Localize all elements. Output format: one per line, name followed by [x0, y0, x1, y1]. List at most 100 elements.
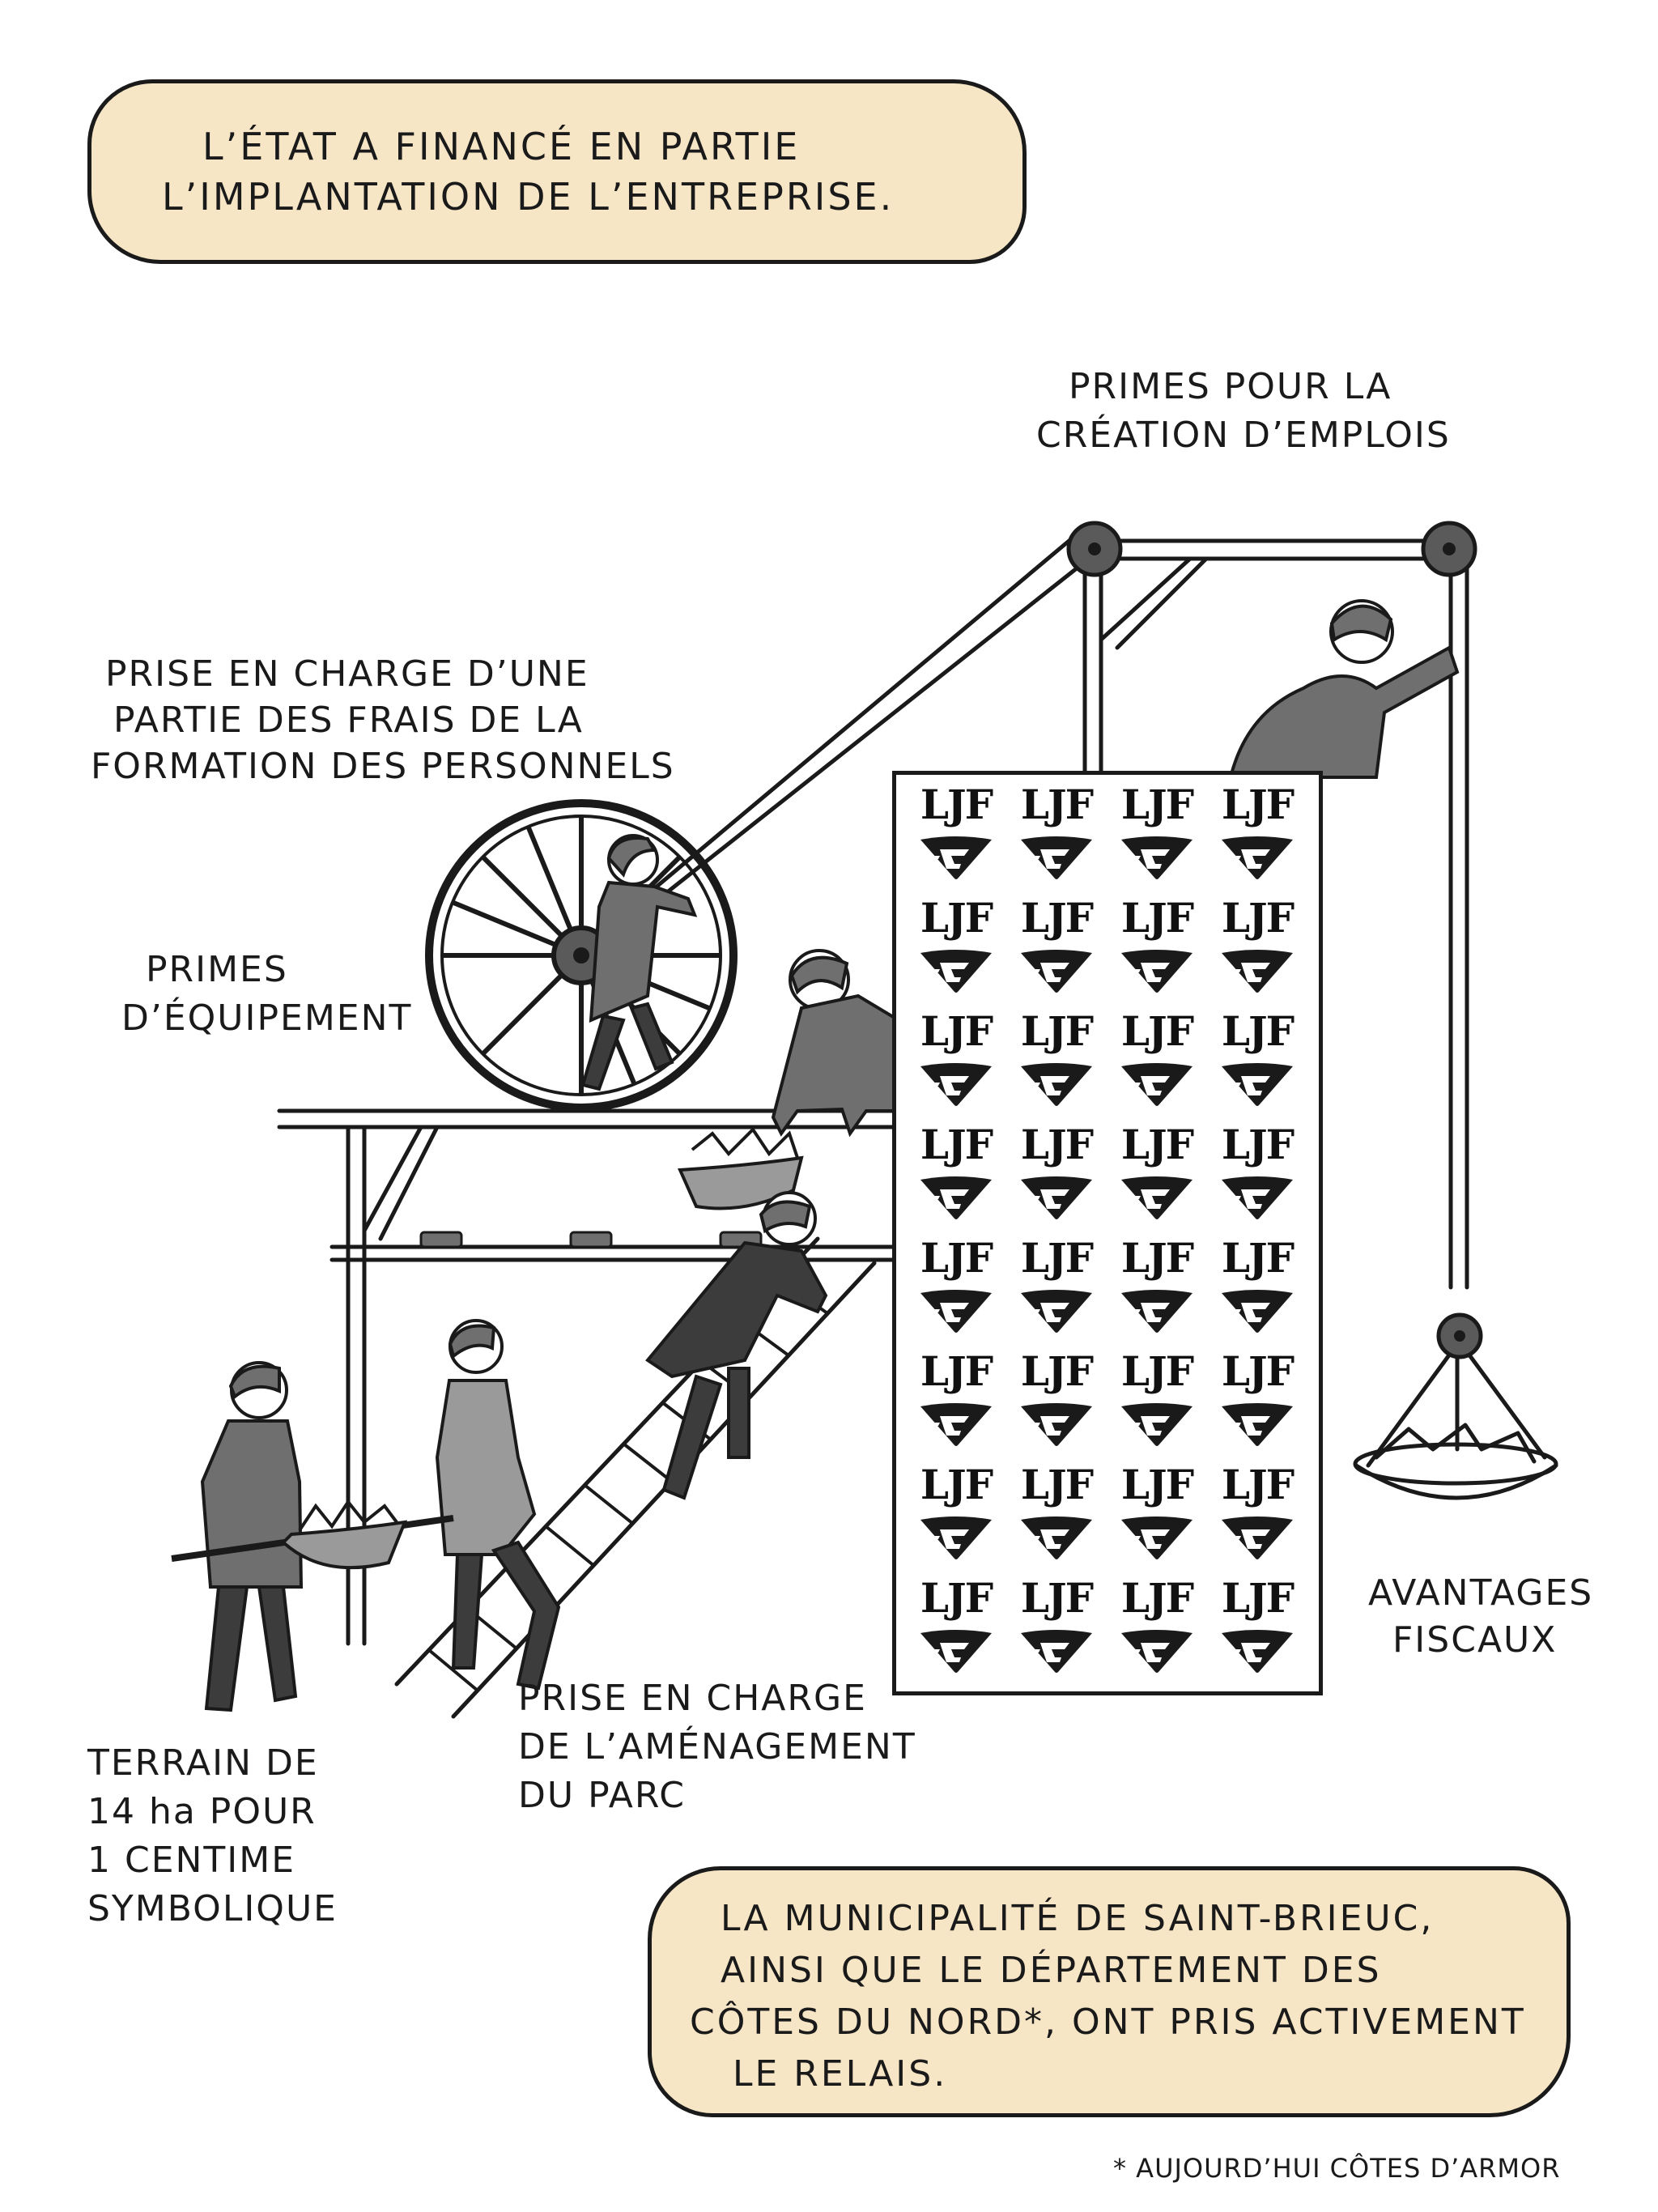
poster-word: LJF	[1020, 1121, 1094, 1168]
bottom-caption-line-4: LE RELAIS.	[733, 2053, 948, 2095]
scaffold-brace-2	[378, 1125, 440, 1241]
frame-brace-2	[1115, 556, 1209, 650]
poster-word: LJF	[1120, 1007, 1194, 1055]
poster-word: LJF	[920, 1574, 993, 1622]
worker-with-barrow	[171, 1361, 454, 1712]
ljf-diamond-logo-icon	[1021, 836, 1092, 879]
poster-word: LJF	[1221, 1121, 1295, 1168]
label-primes-equipement-line-2: D’ÉQUIPEMENT	[121, 998, 413, 1039]
basket-rope-left	[1366, 1342, 1460, 1468]
label-formation-line-3: FORMATION DES PERSONNELS	[91, 746, 675, 787]
ljf-diamond-logo-icon	[1222, 1403, 1293, 1446]
poster-cell: LJF	[1006, 1348, 1107, 1461]
ljf-diamond-logo-icon	[1121, 1290, 1192, 1333]
poster-word: LJF	[1221, 1007, 1295, 1055]
poster-cell: LJF	[1006, 1121, 1107, 1235]
top-caption-line-2: L’IMPLANTATION DE L’ENTREPRISE.	[162, 175, 895, 219]
ljf-diamond-logo-icon	[1121, 836, 1192, 879]
bottom-caption-line-1: LA MUNICIPALITÉ DE SAINT-BRIEUC,	[721, 1898, 1435, 1939]
ljf-diamond-logo-icon	[1021, 1403, 1092, 1446]
poster-word: LJF	[1020, 894, 1094, 942]
top-caption-line-1: L’ÉTAT A FINANCÉ EN PARTIE	[202, 125, 801, 168]
poster-word: LJF	[920, 781, 993, 828]
poster-word: LJF	[1221, 894, 1295, 942]
poster-word: LJF	[1020, 1234, 1094, 1282]
poster-word: LJF	[1020, 781, 1094, 828]
ljf-diamond-logo-icon	[920, 950, 992, 993]
poster-word: LJF	[1221, 1234, 1295, 1282]
ljf-diamond-logo-icon	[1021, 1630, 1092, 1673]
poster-word: LJF	[1120, 1347, 1194, 1395]
label-amenagement-line-3: DU PARC	[518, 1775, 686, 1816]
basket-bills	[1374, 1423, 1537, 1464]
top-caption-bubble	[87, 79, 1027, 264]
poster-cell: LJF	[906, 1348, 1006, 1461]
label-terrain-line-3: 1 CENTIME	[87, 1840, 296, 1881]
ljf-diamond-logo-icon	[1222, 1063, 1293, 1106]
poster-cell: LJF	[1107, 1461, 1207, 1575]
poster-cell: LJF	[1006, 781, 1107, 895]
worker-in-wheel	[580, 834, 698, 1091]
ljf-diamond-logo-icon	[1222, 1516, 1293, 1559]
ljf-diamond-logo-icon	[1121, 950, 1192, 993]
label-primes-equipement-line-1: PRIMES	[146, 949, 288, 990]
poster-word: LJF	[1221, 1574, 1295, 1622]
ljf-diamond-logo-icon	[1222, 1176, 1293, 1219]
worker-pulling-rope	[1228, 599, 1460, 779]
ljf-diamond-logo-icon	[920, 836, 992, 879]
poster-cell: LJF	[1006, 1461, 1107, 1575]
label-formation-line-1: PRISE EN CHARGE D’UNE	[105, 653, 589, 695]
ljf-diamond-logo-icon	[1222, 950, 1293, 993]
poster-cell: LJF	[1207, 1348, 1307, 1461]
ljf-diamond-logo-icon	[920, 1176, 992, 1219]
poster-word: LJF	[1120, 1574, 1194, 1622]
poster-word: LJF	[1221, 1461, 1295, 1508]
poster-cell: LJF	[1207, 1235, 1307, 1348]
poster-cell: LJF	[906, 1008, 1006, 1121]
poster-word: LJF	[920, 894, 993, 942]
poster-cell: LJF	[1207, 1461, 1307, 1575]
ljf-diamond-logo-icon	[1121, 1063, 1192, 1106]
poster-cell: LJF	[906, 1121, 1006, 1235]
ljf-diamond-logo-icon	[1121, 1516, 1192, 1559]
poster-word: LJF	[1120, 894, 1194, 942]
bottom-caption-line-3: CÔTES DU NORD*, ONT PRIS ACTIVEMENT	[690, 2001, 1526, 2043]
poster-cell: LJF	[906, 1235, 1006, 1348]
poster-word: LJF	[920, 1121, 993, 1168]
poster-cell: LJF	[906, 781, 1006, 895]
poster-word: LJF	[1020, 1007, 1094, 1055]
poster-cell: LJF	[1107, 895, 1207, 1008]
poster-cell: LJF	[1207, 895, 1307, 1008]
ljf-diamond-logo-icon	[920, 1403, 992, 1446]
poster-word: LJF	[920, 1234, 993, 1282]
ljf-diamond-logo-icon	[1021, 950, 1092, 993]
ljf-diamond-logo-icon	[920, 1516, 992, 1559]
poster-word: LJF	[1020, 1461, 1094, 1508]
ljf-diamond-logo-icon	[920, 1290, 992, 1333]
poster-cell: LJF	[1107, 781, 1207, 895]
ljf-diamond-logo-icon	[1222, 1630, 1293, 1673]
poster-word: LJF	[1221, 781, 1295, 828]
label-primes-emplois-line-2: CRÉATION D’EMPLOIS	[1036, 415, 1451, 456]
poster-cell: LJF	[906, 1575, 1006, 1688]
ljf-diamond-logo-icon	[1121, 1403, 1192, 1446]
rope-to-wheel-2	[587, 556, 1091, 956]
ljf-diamond-logo-icon	[920, 1063, 992, 1106]
shelf-blocks	[419, 1231, 763, 1249]
poster-cell: LJF	[1107, 1121, 1207, 1235]
bottom-caption-bubble	[648, 1866, 1571, 2117]
worker-on-platform	[771, 949, 900, 1138]
poster-cell: LJF	[1207, 781, 1307, 895]
scaffold-brace	[362, 1125, 423, 1233]
worker-climbing-ladder	[645, 1126, 828, 1500]
ljf-diamond-logo-icon	[1222, 1290, 1293, 1333]
ljf-diamond-logo-icon	[1021, 1290, 1092, 1333]
poster-cell: LJF	[1107, 1235, 1207, 1348]
figures	[171, 599, 1460, 1712]
poster-word: LJF	[1120, 1121, 1194, 1168]
rope-to-wheel	[574, 532, 1079, 956]
poster-cell: LJF	[906, 1461, 1006, 1575]
label-terrain-line-2: 14 ha POUR	[87, 1791, 317, 1832]
